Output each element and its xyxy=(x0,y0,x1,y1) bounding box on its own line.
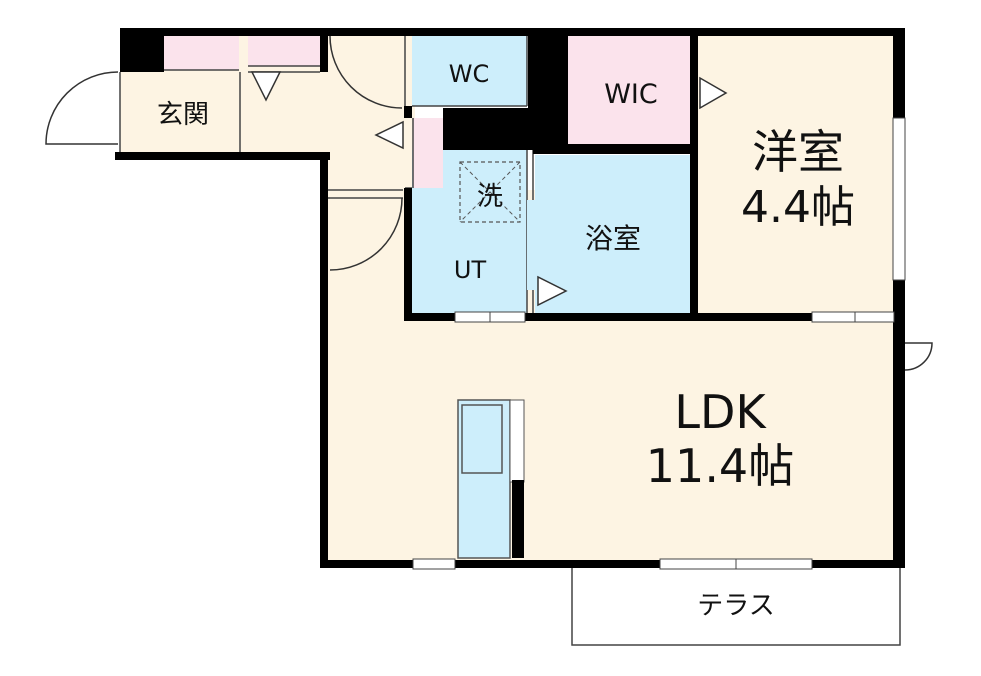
openings xyxy=(320,72,906,570)
wash-mark-label: 洗 xyxy=(477,182,503,212)
western-room-size: 4.4帖 xyxy=(741,182,855,233)
ut-label: UT xyxy=(454,256,487,284)
terrace-label: テラス xyxy=(697,591,774,621)
ldk-size: 11.4帖 xyxy=(646,439,794,493)
entrance-door-swing xyxy=(45,71,119,145)
ldk-door-swing xyxy=(329,197,403,271)
wic-label: WIC xyxy=(604,79,658,110)
utility-door-swing xyxy=(904,342,933,371)
washer-pan xyxy=(459,161,521,223)
floor-fills xyxy=(120,32,897,560)
shoe-closet-1 xyxy=(163,36,239,70)
western-room-label: 洋室 xyxy=(752,125,844,179)
wc-floor xyxy=(412,36,527,106)
kitchen-sink xyxy=(461,404,503,474)
labels: 玄関 WC WIC 洋室 4.4帖 洗 浴室 UT LDK 11.4帖 テラス xyxy=(157,60,855,621)
hall-closet xyxy=(413,118,443,188)
hall-door-swing xyxy=(329,35,403,109)
door-markers xyxy=(250,71,728,307)
ldk-label: LDK xyxy=(674,385,767,439)
genkan-label: 玄関 xyxy=(157,100,209,130)
western-room-floor xyxy=(697,32,897,317)
hallway-floor xyxy=(325,32,415,192)
bath-label: 浴室 xyxy=(585,222,641,255)
shoe-closet-2 xyxy=(248,36,320,66)
wc-label: WC xyxy=(449,60,490,88)
kitchen-back-panel xyxy=(509,399,525,483)
door-swings xyxy=(45,35,933,371)
